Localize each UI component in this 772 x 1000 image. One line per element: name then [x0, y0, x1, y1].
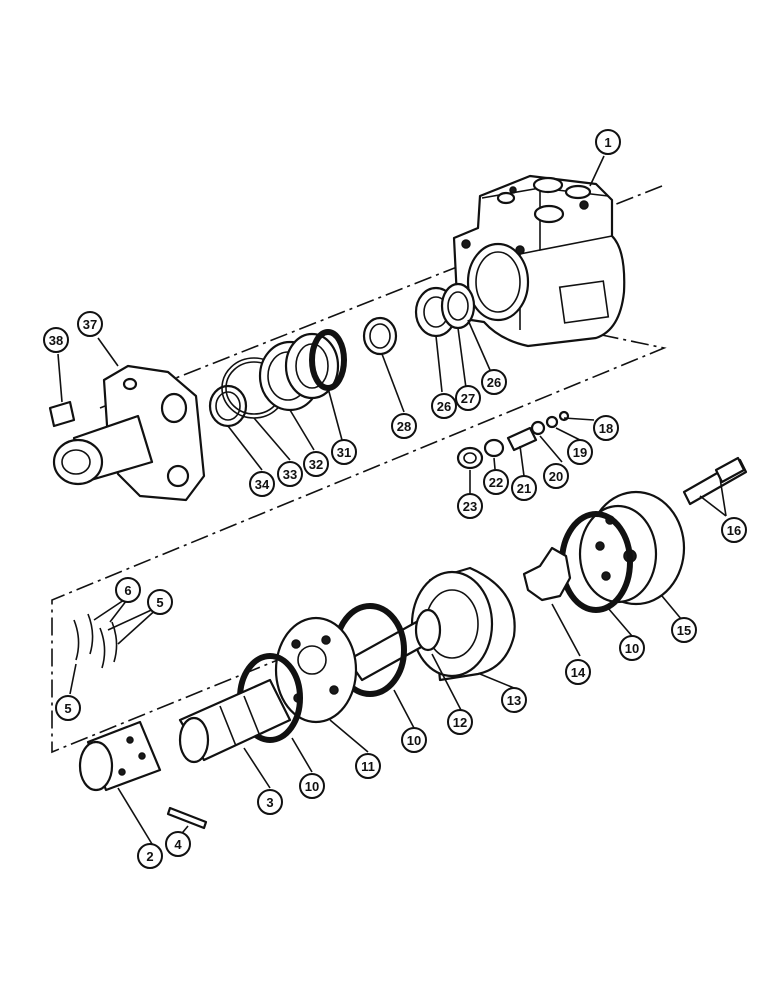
svg-text:21: 21	[517, 481, 531, 496]
callout-10-right: 10	[619, 635, 645, 661]
svg-text:26: 26	[487, 375, 501, 390]
svg-text:34: 34	[255, 477, 270, 492]
spool	[178, 678, 292, 764]
svg-text:3: 3	[266, 795, 273, 810]
callouts: 1 38 37 34 33 32 31 28 26 27 26 18 19 20…	[43, 129, 747, 869]
svg-text:20: 20	[549, 469, 563, 484]
svg-text:1: 1	[604, 135, 611, 150]
svg-text:26: 26	[437, 399, 451, 414]
callout-6: 6	[115, 577, 141, 603]
svg-text:5: 5	[156, 595, 163, 610]
callout-22: 22	[483, 469, 509, 495]
svg-text:37: 37	[83, 317, 97, 332]
svg-text:18: 18	[599, 421, 613, 436]
callout-14: 14	[565, 659, 591, 685]
callout-3: 3	[257, 789, 283, 815]
svg-text:15: 15	[677, 623, 691, 638]
svg-text:32: 32	[309, 457, 323, 472]
svg-text:2: 2	[146, 849, 153, 864]
svg-text:13: 13	[507, 693, 521, 708]
callout-13: 13	[501, 687, 527, 713]
sleeve	[78, 720, 162, 792]
callout-20: 20	[543, 463, 569, 489]
callout-5-top: 5	[147, 589, 173, 615]
callout-15: 15	[671, 617, 697, 643]
callout-11: 11	[355, 753, 381, 779]
svg-text:10: 10	[407, 733, 421, 748]
callout-10-left: 10	[299, 773, 325, 799]
pin	[166, 806, 208, 830]
svg-text:27: 27	[461, 391, 475, 406]
cap-screws	[682, 456, 748, 506]
valve-housing	[452, 174, 626, 348]
spacer-plate	[274, 616, 358, 724]
callout-26-left: 26	[431, 393, 457, 419]
svg-text:10: 10	[625, 641, 639, 656]
callout-5-bottom: 5	[55, 695, 81, 721]
bushing-and-thrust-bearing	[362, 282, 476, 356]
svg-text:38: 38	[49, 333, 63, 348]
mounting-flange	[48, 364, 206, 502]
star-gear	[522, 546, 572, 602]
callout-37: 37	[77, 311, 103, 337]
svg-text:31: 31	[337, 445, 351, 460]
callout-2: 2	[137, 843, 163, 869]
svg-text:4: 4	[174, 837, 182, 852]
end-cap	[578, 490, 686, 606]
callout-1: 1	[595, 129, 621, 155]
svg-text:6: 6	[124, 583, 131, 598]
callout-10-middle: 10	[401, 727, 427, 753]
callout-23: 23	[457, 493, 483, 519]
callout-28: 28	[391, 413, 417, 439]
callout-38: 38	[43, 327, 69, 353]
drive-shaft	[346, 608, 442, 682]
callout-27: 27	[455, 385, 481, 411]
callout-32: 32	[303, 451, 329, 477]
svg-text:16: 16	[727, 523, 741, 538]
callout-31: 31	[331, 439, 357, 465]
svg-text:23: 23	[463, 499, 477, 514]
callout-34: 34	[249, 471, 275, 497]
svg-text:12: 12	[453, 715, 467, 730]
svg-text:22: 22	[489, 475, 503, 490]
svg-text:28: 28	[397, 419, 411, 434]
svg-text:10: 10	[305, 779, 319, 794]
svg-text:19: 19	[573, 445, 587, 460]
callout-26-right: 26	[481, 369, 507, 395]
seal-and-bearing-stack	[208, 329, 347, 428]
svg-text:11: 11	[361, 759, 375, 774]
relief-valve-parts	[456, 410, 570, 470]
callout-16: 16	[721, 517, 747, 543]
callout-18: 18	[593, 415, 619, 441]
svg-text:33: 33	[283, 467, 297, 482]
callout-21: 21	[511, 475, 537, 501]
callout-4: 4	[165, 831, 191, 857]
centering-springs	[73, 613, 118, 669]
svg-text:14: 14	[571, 665, 586, 680]
svg-text:5: 5	[64, 701, 71, 716]
callout-33: 33	[277, 461, 303, 487]
callout-19: 19	[567, 439, 593, 465]
callout-12: 12	[447, 709, 473, 735]
